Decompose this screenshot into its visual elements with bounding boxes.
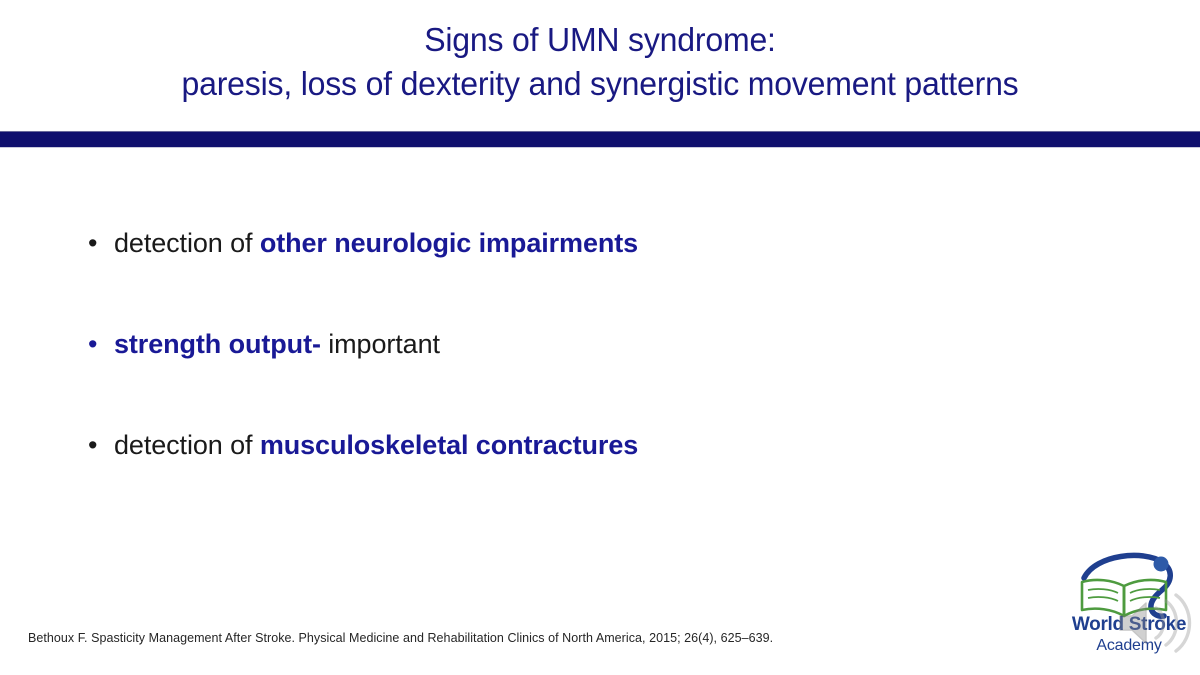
- bullet-text: strength output- important: [114, 327, 440, 361]
- bullet-marker-icon: •: [88, 329, 98, 359]
- bullet-emphasis-text: strength output-: [114, 329, 321, 359]
- slide-title-line-1: Signs of UMN syndrome:: [424, 21, 776, 58]
- slide-title-line-2: paresis, loss of dexterity and synergist…: [181, 65, 1019, 102]
- bullet-text: detection of other neurologic impairment…: [114, 226, 638, 260]
- bullet-marker-icon: •: [88, 228, 98, 258]
- world-stroke-academy-logo: World Stroke Academy: [1062, 548, 1196, 670]
- logo-line-2: Academy: [1096, 637, 1162, 654]
- list-item: • strength output- important: [88, 327, 1148, 377]
- logo-mark-icon: [1080, 552, 1173, 619]
- slide-title: Signs of UMN syndrome: paresis, loss of …: [18, 18, 1182, 106]
- bullet-emphasis-text: musculoskeletal contractures: [259, 430, 639, 460]
- logo-wordmark: World Stroke Academy: [1062, 614, 1196, 655]
- logo-line-1: World Stroke: [1071, 614, 1187, 635]
- bullet-plain-text: detection of: [114, 228, 260, 258]
- citation-text: Bethoux F. Spasticity Management After S…: [28, 631, 774, 645]
- list-item: • detection of musculoskeletal contractu…: [88, 428, 1148, 478]
- bullet-marker-icon: •: [88, 430, 98, 460]
- bullet-plain-text: detection of: [114, 430, 260, 460]
- bullet-text: detection of musculoskeletal contracture…: [114, 428, 638, 462]
- bullet-plain-text-after: important: [320, 329, 440, 359]
- bullet-emphasis-text: other neurologic impairments: [259, 228, 639, 258]
- list-item: • detection of other neurologic impairme…: [88, 226, 1148, 276]
- bullet-list: • detection of other neurologic impairme…: [88, 226, 1148, 478]
- title-divider-bar: [0, 131, 1200, 148]
